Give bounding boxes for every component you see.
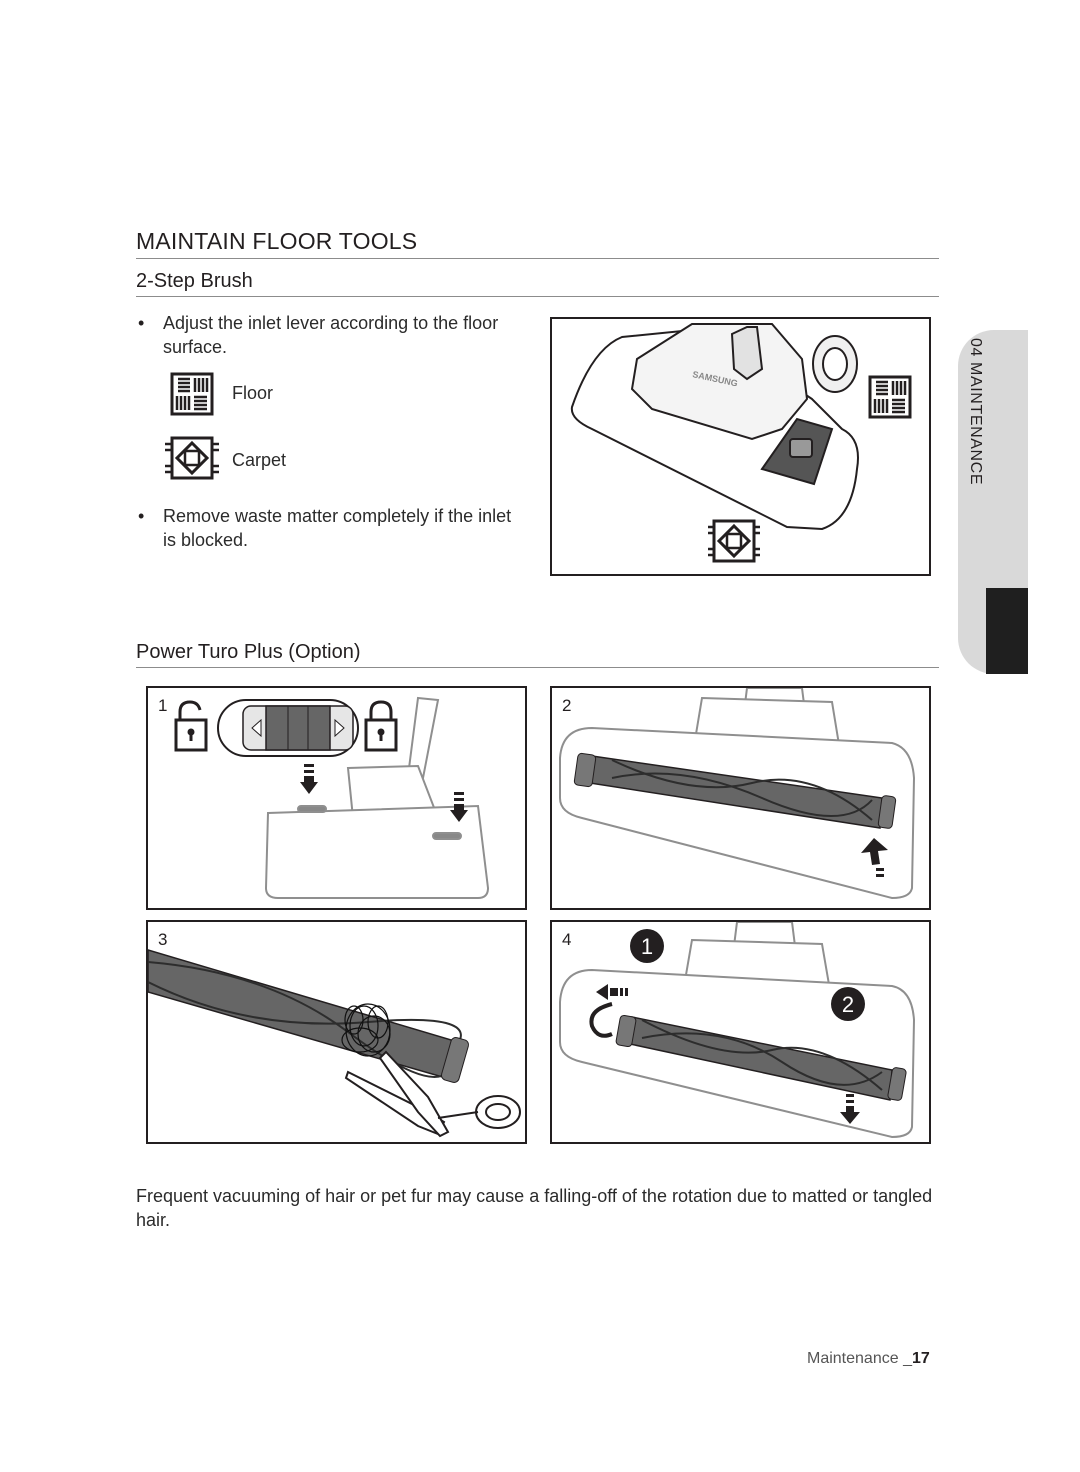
side-tab-label: 04 MAINTENANCE [967,338,984,486]
power-turbo-rule [136,667,939,668]
step-brush-illustration: SAMSUNG [550,317,931,576]
carpet-mode-icon [708,519,760,563]
carpet-label: Carpet [232,450,287,470]
lock-icon [364,700,398,752]
footer-label: Maintenance _ [807,1350,912,1367]
bullet-adjust-inlet: Adjust the inlet lever according to the … [163,313,499,357]
page-footer: Maintenance _17 [807,1350,930,1368]
brush-head-drawing: SAMSUNG [570,323,912,563]
power-turbo-heading: Power Turo Plus (Option) [136,641,361,663]
floor-mode-icon [170,372,214,416]
arrow-left-icon [596,984,628,1000]
arrow-up-icon [861,838,888,877]
step-panel-1: 1 [146,686,527,910]
floor-label: Floor [232,383,274,403]
step-panel-4: 4 1 2 [550,920,931,1144]
step-brush-heading: 2-Step Brush [136,270,253,292]
roller-brush [615,1014,907,1101]
panel-number: 3 [158,930,168,949]
rotate-arrow-icon [589,1002,613,1038]
bullet-dot: • [138,506,145,526]
bullet-dot: • [138,313,145,333]
callout-2-badge [831,987,865,1021]
scissors-icon [344,1050,521,1138]
reinsert-brush-illustration: 1 2 [559,921,916,1139]
cut-hair-illustration [147,948,521,1138]
arrow-down-icon [840,1094,860,1124]
side-tab-marker [986,588,1028,674]
step-panel-2: 2 [550,686,931,910]
panel-number: 4 [562,930,572,949]
panel-number: 1 [158,696,168,715]
carpet-mode-icon [165,436,219,480]
arrow-down-icon [300,764,318,794]
floor-mode-icon [868,375,912,419]
step-panel-3: 3 [146,920,527,1144]
arrow-down-icon [450,792,468,822]
unlock-icon [174,700,208,752]
callout-1: 1 [641,934,653,959]
hair-warning-note: Frequent vacuuming of hair or pet fur ma… [136,1186,933,1230]
roller-brush [147,948,470,1083]
callout-2: 2 [842,992,854,1017]
callout-1-badge [630,929,664,963]
panel-number: 2 [562,696,572,715]
step-brush-rule [136,296,939,297]
roller-brush [573,752,897,829]
tangled-hair [341,1003,391,1057]
page-number: 17 [911,1350,930,1367]
title-rule [136,258,939,259]
remove-brush-illustration [559,687,916,900]
lever-illustration [174,696,490,899]
bullet-remove-waste: Remove waste matter completely if the in… [163,506,512,550]
page-title: MAINTAIN FLOOR TOOLS [136,228,418,254]
